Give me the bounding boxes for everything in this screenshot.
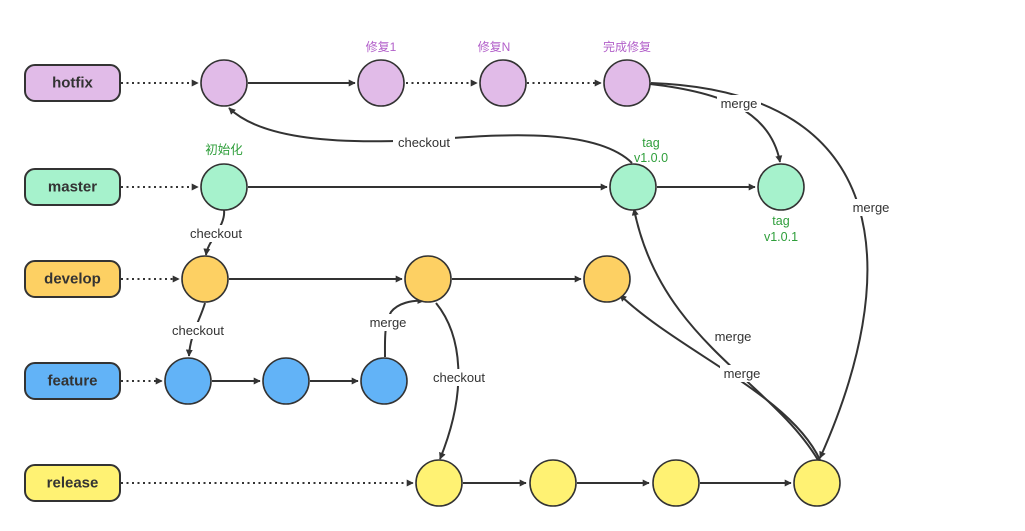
develop-commit-2	[404, 255, 452, 303]
release-commit-3	[652, 459, 700, 507]
annotation-fix-done: 完成修复	[603, 39, 651, 54]
feature-commit-1	[164, 357, 212, 405]
commit-nodes	[164, 59, 841, 507]
master-commit-init	[200, 163, 248, 211]
merge-label-hotfix-master: merge	[721, 96, 758, 111]
edge-labels: checkout checkout checkout merge checkou…	[168, 95, 893, 386]
annotation-fix1: 修复1	[366, 39, 397, 54]
checkout-label-master-develop: checkout	[190, 226, 242, 241]
release-commit-4	[793, 459, 841, 507]
hotfix-commit-done	[603, 59, 651, 107]
develop-commit-3	[583, 255, 631, 303]
annotation-tag1-line1: tag	[642, 136, 659, 150]
branch-labels: hotfix master develop feature release	[24, 64, 121, 502]
master-commit-v1-0-0	[609, 163, 657, 211]
annotation-fixN: 修复N	[478, 39, 511, 54]
annotation-tag2-line2: v1.0.1	[764, 230, 798, 244]
release-commit-1	[415, 459, 463, 507]
master-branch-label: master	[48, 179, 97, 196]
hotfix-commit-fixN	[479, 59, 527, 107]
feature-commit-2	[262, 357, 310, 405]
develop-commit-1	[181, 255, 229, 303]
hotfix-commit-checkout	[200, 59, 248, 107]
feature-commit-3	[360, 357, 408, 405]
hotfix-branch-box	[24, 64, 121, 102]
merge-feature-to-develop-edge	[383, 296, 425, 358]
checkout-label-develop-release: checkout	[433, 370, 485, 385]
hotfix-branch-label: hotfix	[52, 75, 93, 92]
release-branch-box	[24, 464, 121, 502]
merge-release-to-master-edge	[631, 208, 819, 461]
node-annotations: 修复1 修复N 完成修复 初始化 tag v1.0.0 tag v1.0.1	[205, 39, 798, 244]
merge-hotfix-to-release-edge	[650, 82, 869, 459]
release-branch-label: release	[47, 475, 99, 492]
hotfix-commit-fix1	[357, 59, 405, 107]
checkout-label-develop-feature: checkout	[172, 323, 224, 338]
checkout-develop-to-release-edge	[435, 302, 460, 460]
annotation-init: 初始化	[205, 143, 243, 157]
release-commit-2	[529, 459, 577, 507]
merge-label-hotfix-release: merge	[853, 200, 890, 215]
master-commit-v1-0-1	[757, 163, 805, 211]
merge-label-feature-develop: merge	[370, 315, 407, 330]
checkout-label-master-hotfix: checkout	[398, 135, 450, 150]
annotation-tag1-line2: v1.0.0	[634, 151, 668, 165]
merge-label-release-develop: merge	[724, 366, 761, 381]
feature-branch-box	[24, 362, 121, 400]
annotation-tag2-line1: tag	[772, 214, 789, 228]
develop-branch-label: develop	[44, 271, 101, 288]
master-branch-box	[24, 168, 121, 206]
develop-branch-box	[24, 260, 121, 298]
merge-label-release-master: merge	[715, 329, 752, 344]
feature-branch-label: feature	[47, 373, 97, 390]
